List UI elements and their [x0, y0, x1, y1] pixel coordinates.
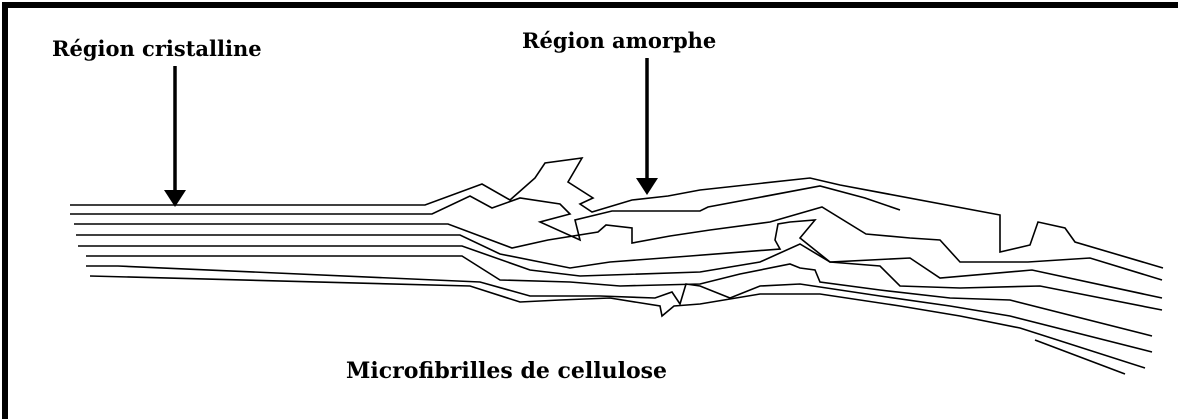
diagram-caption: Microfibrilles de cellulose [346, 360, 667, 382]
fibril-strand [70, 186, 900, 240]
crystalline-arrow [164, 66, 186, 207]
fibril-strand [74, 207, 1162, 280]
microfibril-strands [70, 158, 1163, 374]
fibril-strand [90, 276, 1145, 368]
amorphous-arrow [636, 58, 658, 195]
fibril-strand [70, 158, 1163, 268]
amorphous-arrow-head [636, 178, 658, 195]
fibril-strand [86, 266, 1152, 352]
